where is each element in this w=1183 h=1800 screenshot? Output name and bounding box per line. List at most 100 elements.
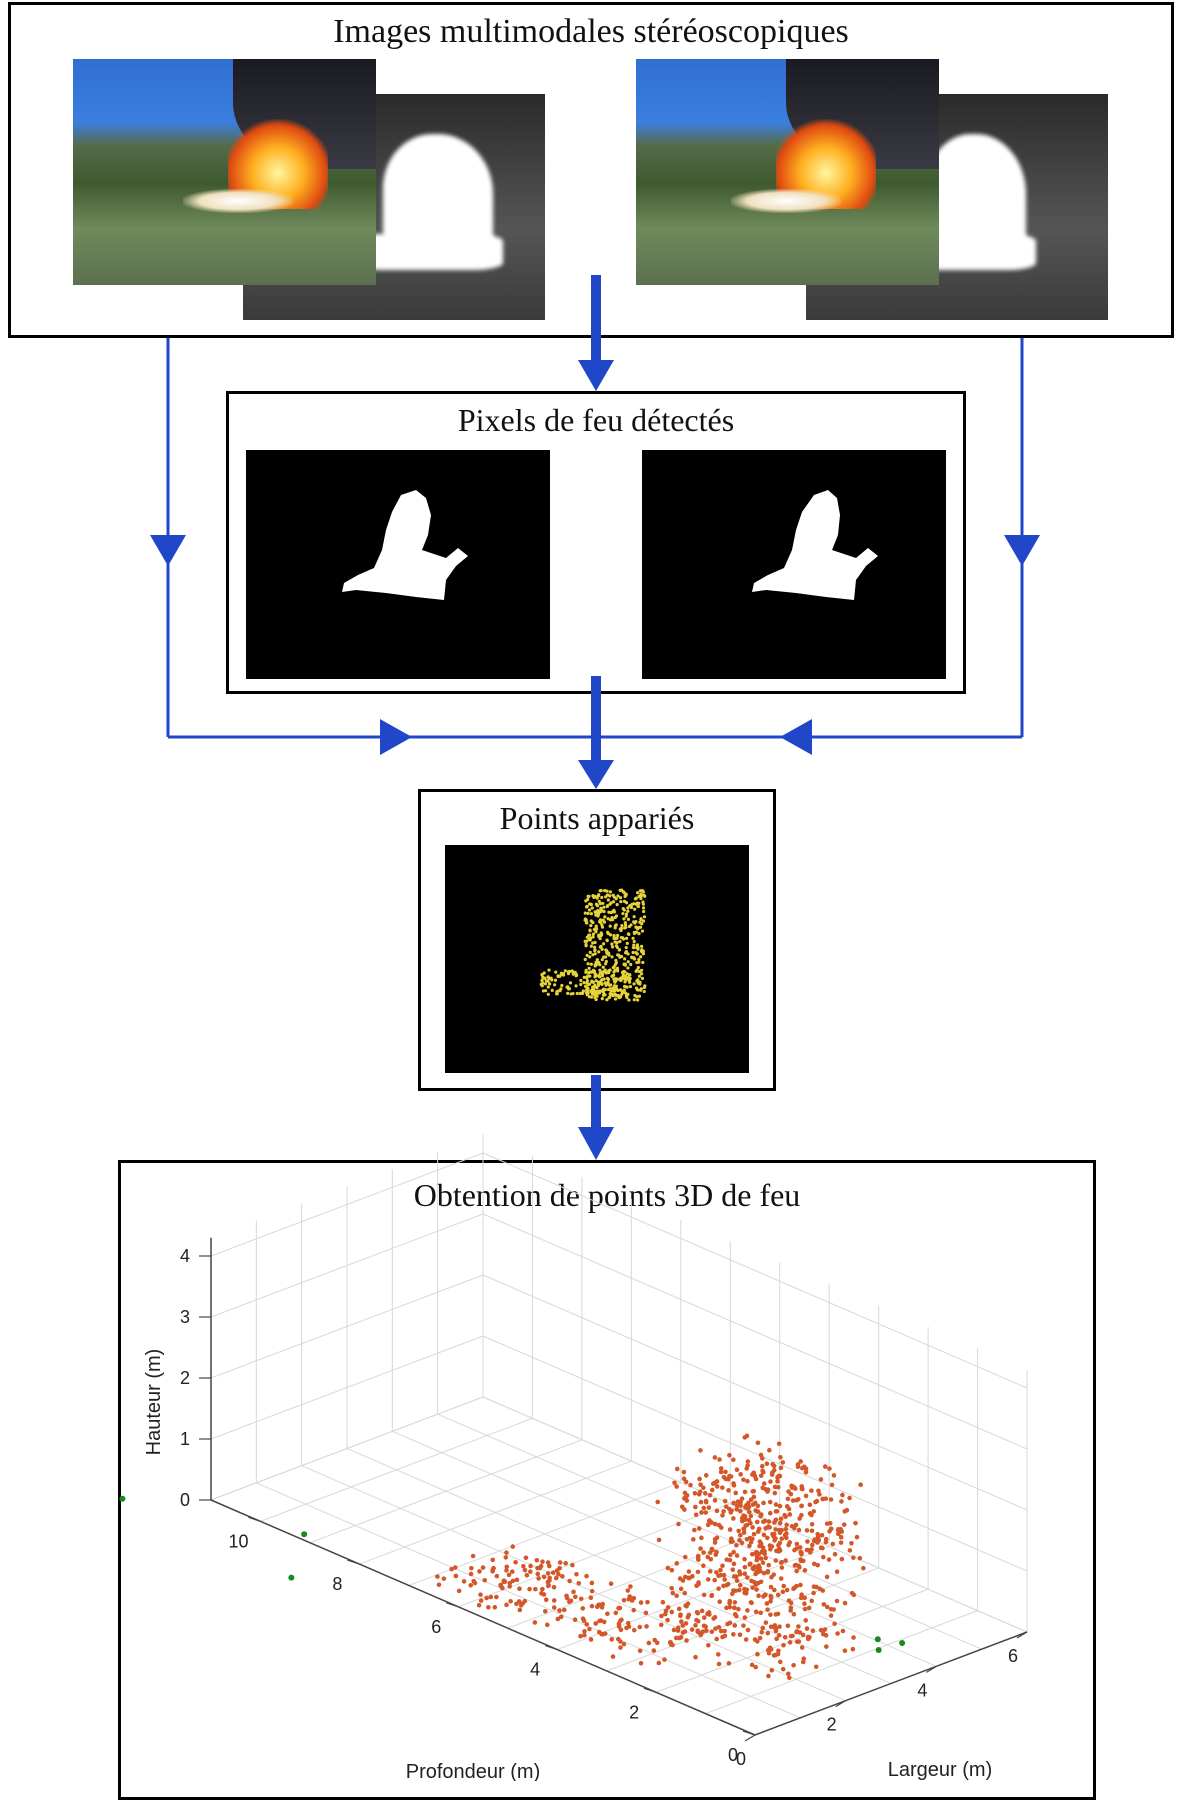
matched-point	[634, 925, 638, 929]
matched-point	[627, 932, 631, 936]
matched-point	[608, 995, 612, 999]
matched-point	[626, 917, 631, 921]
matched-point	[547, 976, 551, 981]
matched-point	[540, 984, 544, 988]
matched-point	[603, 993, 607, 997]
matched-point	[593, 948, 597, 953]
matched-point	[624, 912, 629, 916]
matched-point	[612, 984, 617, 988]
matched-point	[624, 949, 628, 954]
matched-point	[595, 958, 599, 962]
matched-point	[584, 944, 588, 948]
matched-point	[624, 892, 628, 896]
matched-point	[639, 896, 643, 901]
matched-point	[627, 976, 631, 980]
matched-point	[621, 911, 625, 916]
matched-point	[595, 992, 599, 996]
matched-point	[632, 930, 636, 935]
matched-point	[636, 988, 640, 992]
matched-point	[611, 900, 616, 904]
matched-point	[636, 904, 640, 908]
matched-point	[597, 950, 601, 954]
matched-point	[558, 989, 562, 993]
matched-point	[613, 997, 618, 1001]
matched-point	[546, 985, 550, 989]
matched-point	[633, 907, 637, 911]
center-arrow-1-head	[578, 360, 614, 391]
matched-point	[622, 917, 626, 921]
detected-pixels-title: Pixels de feu détectés	[457, 402, 735, 438]
matched-point	[613, 968, 617, 972]
matched-point	[602, 905, 606, 909]
matched-point	[608, 924, 612, 928]
matched-point	[612, 965, 616, 969]
matched-point	[582, 975, 586, 979]
matched-point	[612, 934, 616, 938]
matched-point	[608, 933, 613, 937]
matched-point	[594, 913, 598, 917]
matched-point	[568, 981, 573, 985]
matched-point	[544, 979, 548, 983]
matched-point	[591, 988, 595, 992]
matched-point	[600, 982, 604, 986]
matched-point	[628, 984, 633, 989]
matched-point	[605, 939, 609, 943]
matched-point	[597, 920, 602, 924]
matched-point	[640, 922, 644, 926]
matched-point	[579, 978, 583, 983]
matched-point	[593, 940, 597, 945]
matched-point	[622, 988, 626, 992]
matched-point	[600, 895, 604, 900]
matched-point	[608, 902, 612, 906]
matched-point	[614, 923, 618, 927]
matched-point	[586, 911, 590, 915]
matched-point	[598, 968, 602, 972]
matched-point	[614, 958, 618, 962]
matched-point	[605, 998, 609, 1002]
matched-point	[574, 984, 578, 988]
matched-point	[601, 965, 605, 969]
matched-point	[598, 975, 602, 979]
matched-point	[632, 915, 636, 919]
matched-point	[589, 962, 593, 966]
matched-point	[632, 956, 636, 960]
matched-point	[623, 980, 627, 984]
matched-point	[587, 908, 592, 912]
center-arrow-2-head	[578, 760, 614, 789]
left-fire-mask	[246, 450, 550, 679]
matched-point	[636, 891, 640, 895]
matched-point	[642, 989, 646, 994]
matched-point	[625, 985, 629, 989]
matched-point	[636, 998, 640, 1002]
matched-point	[581, 989, 586, 993]
matched-point	[632, 902, 636, 906]
matched-point	[639, 987, 643, 991]
matched-point	[606, 917, 610, 921]
matched-point	[550, 978, 554, 982]
matched-point	[615, 903, 619, 907]
matched-point	[588, 902, 592, 906]
matched-point	[585, 975, 589, 979]
matched-point	[560, 983, 564, 988]
matched-point	[635, 901, 639, 905]
matched-point	[636, 965, 640, 970]
matched-point	[605, 904, 610, 908]
matched-point	[600, 974, 604, 978]
matched-point	[619, 900, 623, 904]
matched-point	[606, 977, 611, 982]
matched-point	[626, 906, 630, 910]
matched-point	[607, 910, 611, 914]
matched-point	[601, 990, 606, 994]
matched-point	[566, 991, 570, 995]
center-arrow-3-head	[578, 1127, 614, 1160]
matched-point	[610, 955, 614, 959]
matched-points-overlay	[539, 888, 647, 1002]
right-fire-mask	[642, 450, 946, 679]
matched-point	[583, 917, 588, 921]
matched-point	[601, 901, 605, 905]
matched-point	[611, 918, 615, 922]
matched-point	[566, 970, 571, 974]
matched-point	[597, 893, 601, 897]
matched-point	[619, 978, 623, 983]
matched-point	[620, 923, 624, 928]
